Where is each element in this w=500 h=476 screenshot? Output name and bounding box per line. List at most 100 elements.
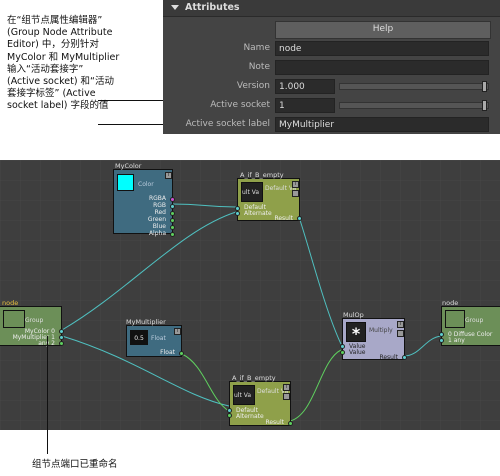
version-slider-handle[interactable] (482, 81, 487, 92)
panel-title: Attributes (185, 2, 240, 13)
port-label: Result (379, 354, 398, 361)
version-slider[interactable] (339, 83, 489, 90)
input-port[interactable] (439, 338, 444, 343)
name-field[interactable]: node (275, 41, 489, 56)
port-label: MyMultiplier 1 (12, 334, 55, 341)
port-label: any 2 (38, 340, 55, 347)
node-type: Float (151, 335, 166, 342)
group-node-right[interactable]: node Group 0 Diffuse Color 1 any (439, 299, 500, 346)
port-label: Red (154, 209, 166, 216)
group-node-left[interactable]: node Group MyColor 0 MyMultiplier 1 any … (0, 299, 64, 347)
node-title: A_if_B_empty (232, 374, 276, 382)
port-label: Result (265, 419, 284, 426)
note-label: Note (248, 62, 270, 72)
info-icon[interactable]: i (283, 384, 290, 391)
port-label: RGBA (148, 195, 166, 202)
output-port[interactable] (59, 335, 64, 340)
output-port[interactable] (59, 341, 64, 346)
output-port[interactable] (170, 197, 175, 202)
port-label: Default (236, 407, 258, 414)
menu-icon[interactable] (292, 190, 299, 197)
port-label: Value (349, 343, 366, 350)
ifb-top-node[interactable]: A_if_B_empty ult Va Default Va i Default… (235, 171, 302, 222)
port-label: 1 any (448, 337, 465, 344)
callout-line: 在“组节点属性编辑器” (7, 15, 103, 26)
node-thumbnail: ult Va (241, 182, 263, 202)
info-icon[interactable]: i (397, 321, 404, 328)
callout-line: socket label) 字段的值 (7, 100, 109, 112)
output-port[interactable] (170, 225, 175, 230)
output-port[interactable] (297, 216, 302, 221)
output-port[interactable] (170, 204, 175, 209)
menu-icon[interactable] (283, 393, 290, 400)
color-swatch (117, 174, 134, 191)
input-port[interactable] (439, 332, 444, 337)
input-port[interactable] (227, 413, 232, 418)
wire (181, 353, 230, 412)
help-button[interactable]: Help (275, 21, 491, 39)
mymultiplier-node[interactable]: MyMultiplier 0.5 Float i Float (126, 318, 184, 357)
port-label: MyColor 0 (24, 328, 55, 335)
active-socket-field[interactable]: 1 (275, 98, 335, 113)
node-title: node (2, 299, 19, 307)
output-port[interactable] (402, 355, 407, 360)
output-port[interactable] (288, 421, 293, 426)
panel-header[interactable]: Attributes (163, 0, 500, 17)
output-port[interactable] (179, 351, 184, 356)
callout-top: 在“组节点属性编辑器” (Group Node Attribute Editor… (7, 15, 157, 113)
port-label: Default (244, 204, 266, 211)
input-port[interactable] (235, 206, 240, 211)
active-socket-slider[interactable] (339, 102, 489, 109)
active-socket-label-field[interactable]: MyMultiplier (275, 117, 489, 132)
node-title: MulOp (343, 311, 364, 319)
port-label: Green (147, 216, 166, 223)
info-icon[interactable]: i (174, 328, 181, 335)
note-field[interactable] (275, 60, 489, 75)
node-thumbnail: ult Va (233, 385, 255, 405)
node-graph[interactable]: MyColor Color i RGBA RGB Red Green Blue … (0, 160, 500, 430)
port-label: 0 Diffuse Color (448, 331, 493, 338)
node-thumbnail: * (346, 322, 366, 343)
callout-line: Editor) 中，分别针对 (7, 39, 99, 51)
port-label: Float (160, 349, 175, 356)
callout-bottom: 组节点端口已重命名 (32, 459, 118, 470)
node-type: Group (25, 317, 44, 324)
output-port[interactable] (59, 329, 64, 334)
input-port[interactable] (340, 344, 345, 349)
leader-line (98, 124, 191, 125)
mycolor-node[interactable]: MyColor Color i RGBA RGB Red Green Blue … (113, 162, 175, 237)
input-port[interactable] (227, 408, 232, 413)
output-port[interactable] (170, 232, 175, 237)
output-port[interactable] (170, 211, 175, 216)
callout-line: MyColor 和 MyMultiplier (7, 51, 120, 63)
mulop-node[interactable]: MulOp * Multiply i Value Value Result (340, 311, 407, 361)
node-title: node (442, 299, 459, 307)
attribute-panel: Attributes Help Name node Note Version 1… (163, 0, 500, 134)
callout-line: (Active socket) 和“活动 (7, 76, 114, 88)
version-field[interactable]: 1.000 (275, 79, 335, 94)
version-label: Version (236, 81, 270, 91)
active-socket-label-label: Active socket label (185, 119, 270, 129)
port-label: Result (274, 215, 293, 222)
info-icon[interactable]: i (292, 181, 299, 188)
menu-icon[interactable] (397, 330, 404, 337)
input-port[interactable] (235, 211, 240, 216)
active-socket-slider-handle[interactable] (482, 100, 487, 111)
active-socket-label: Active socket (210, 100, 270, 110)
leader-line (47, 336, 48, 454)
input-port[interactable] (340, 350, 345, 355)
info-icon[interactable]: i (165, 172, 172, 179)
node-type: Multiply (369, 327, 393, 334)
ifb-bottom-node[interactable]: A_if_B_empty ult Va Default Va i Default… (227, 374, 293, 426)
node-title: A_if_B_empty (240, 171, 284, 179)
node-title: MyColor (115, 162, 142, 170)
name-label: Name (243, 43, 270, 53)
node-type: Color (138, 181, 154, 188)
node-type: Default Va (265, 185, 297, 192)
wire (403, 335, 442, 357)
output-port[interactable] (170, 218, 175, 223)
collapse-arrow-icon[interactable] (171, 5, 179, 10)
port-label: RGB (153, 202, 166, 209)
wire (289, 349, 342, 422)
node-type: Default Va (257, 388, 289, 395)
